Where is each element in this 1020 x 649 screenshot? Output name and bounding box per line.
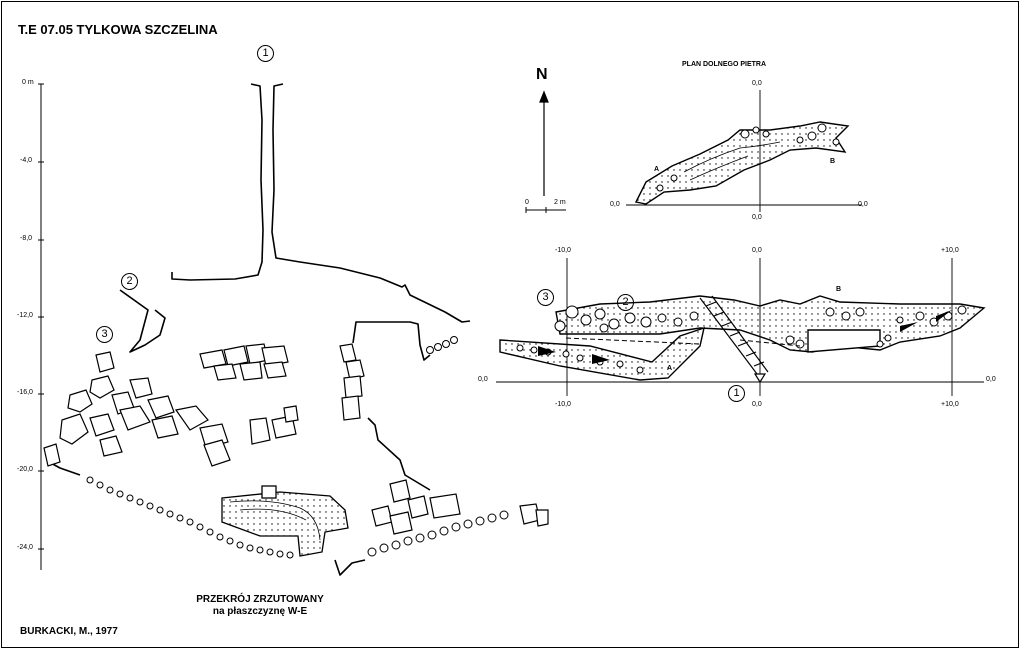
scale-bar (525, 207, 566, 213)
lower-plan-label-left: 0,0 (610, 201, 620, 208)
main-plan-bottom-label-minus10: -10,0 (555, 401, 571, 408)
section-marker-1: 1 (257, 45, 274, 62)
main-plan-bottom-label-zero: 0,0 (752, 401, 762, 408)
main-plan-dashes (565, 337, 801, 347)
section-walls (48, 83, 471, 576)
section-caption: PRZEKRÓJ ZRZUTOWANY na płaszczyznę W-E (180, 594, 340, 618)
lower-plan-title: PLAN DOLNEGO PIETRA (682, 61, 767, 68)
section-caption-line1: PRZEKRÓJ ZRZUTOWANY (196, 594, 324, 605)
main-plan-bottom-label-plus10: +10,0 (941, 401, 959, 408)
section-sediment (221, 485, 349, 557)
lower-plan-label-top: 0,0 (752, 80, 762, 87)
main-plan-top-label-zero: 0,0 (752, 247, 762, 254)
main-plan-left-label: 0,0 (478, 376, 488, 383)
lower-plan-label-right: 0,0 (858, 201, 868, 208)
main-plan-letter-b: B (836, 286, 842, 293)
section-caption-line2: na płaszczyznę W-E (212, 606, 308, 617)
main-plan-marker-3: 3 (537, 289, 554, 306)
depth-axis (38, 83, 44, 570)
scale-label-zero: 0 (525, 199, 529, 206)
lower-plan-label-bottom: 0,0 (752, 214, 762, 221)
lower-plan-stones (656, 123, 840, 192)
depth-label-4: -4,0 (20, 157, 33, 164)
main-plan-top-label-plus10: +10,0 (941, 247, 959, 254)
north-label: N (536, 66, 548, 83)
lower-plan-letter-b: B (830, 158, 836, 165)
section-boulders (43, 343, 549, 535)
main-plan-arrows (538, 310, 952, 364)
main-plan-marker-1: 1 (728, 385, 745, 402)
depth-label-16: -16,0 (17, 389, 33, 396)
depth-label-24: -24,0 (17, 544, 33, 551)
section-marker-3: 3 (96, 326, 113, 343)
lower-plan-letter-a: A (654, 166, 660, 173)
main-plan-top-label-minus10: -10,0 (555, 247, 571, 254)
scale-label-2m: 2 m (554, 199, 566, 206)
north-arrow (539, 90, 549, 196)
depth-label-8: -8,0 (20, 235, 33, 242)
lower-plan-outline (634, 121, 850, 205)
depth-label-20: -20,0 (17, 466, 33, 473)
main-plan-ladder (699, 295, 769, 384)
author-credit: BURKACKI, M., 1977 (20, 626, 118, 637)
section-marker-2: 2 (121, 273, 138, 290)
main-plan-right-label: 0,0 (986, 376, 996, 383)
depth-label-12: -12,0 (17, 312, 33, 319)
map-title: T.E 07.05 TYLKOWA SZCZELINA (18, 22, 218, 37)
depth-label-0: 0 m (22, 79, 34, 86)
section-floor-stones (86, 336, 509, 559)
main-plan-outline (499, 295, 986, 381)
